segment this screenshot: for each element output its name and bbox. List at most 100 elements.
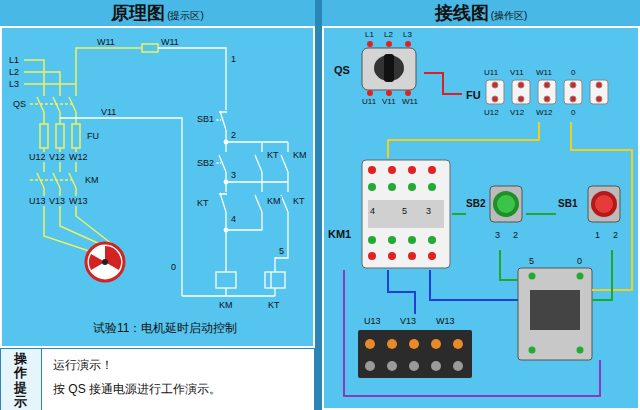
- node-title: 接线图: [435, 3, 489, 24]
- caption: 试验11：电机延时启动控制: [92, 322, 238, 336]
- terminal-label: V11: [381, 97, 397, 106]
- rotary-switch: [384, 54, 394, 82]
- schematic-label: KT: [196, 198, 210, 208]
- node-title: 原理图: [111, 3, 165, 24]
- schematic-label: SB2: [196, 158, 215, 168]
- terminal-label: 0: [570, 108, 576, 117]
- fuse-symbol: [564, 80, 582, 104]
- contactor-body: [388, 236, 396, 244]
- wire-connector: [388, 270, 415, 314]
- node-text: (操作区): [491, 10, 528, 22]
- terminal-label: U11: [361, 97, 377, 106]
- control-wire: [226, 212, 288, 272]
- terminal-label: W11: [535, 68, 553, 77]
- schematic-label: 2: [230, 130, 237, 140]
- hookup-wire: [592, 250, 612, 300]
- schematic-label: W11: [160, 37, 180, 47]
- terminal-label: 2: [612, 230, 619, 240]
- schematic-label: L2: [8, 67, 20, 77]
- contactor-body: [428, 183, 436, 191]
- schematic-label: 1: [230, 54, 237, 64]
- schematic-label: V13: [48, 196, 66, 206]
- wire-connector: [388, 122, 539, 158]
- power-wire: [24, 44, 158, 252]
- schematic-label: 4: [230, 214, 237, 224]
- fuse-symbol: [512, 80, 530, 104]
- terminal-label: L2: [383, 30, 394, 39]
- schematic-label: KM: [292, 150, 308, 160]
- motor-symbol: [86, 243, 124, 281]
- node-title: SB2: [466, 198, 485, 210]
- contactor-body: [388, 252, 396, 260]
- schematic-label: L3: [8, 79, 20, 89]
- node-title: U13: [364, 316, 381, 326]
- terminal-label: V12: [509, 108, 525, 117]
- terminal-label: L1: [364, 30, 375, 39]
- time-relay-body: [529, 273, 536, 280]
- fuse-symbol: [544, 96, 550, 102]
- rotary-switch: [405, 41, 411, 47]
- terminal-label: U11: [483, 68, 499, 77]
- motor-symbol: [86, 243, 124, 281]
- contactor-body: [368, 183, 376, 191]
- contactor-body: [368, 166, 376, 174]
- terminal-label: 3: [425, 206, 432, 216]
- title-band: 接线图(操作区): [322, 0, 640, 28]
- control-wire: [224, 180, 228, 184]
- wire-connector: [424, 73, 462, 94]
- node-title: 操作提示: [14, 352, 27, 409]
- terminal-label: 3: [494, 230, 501, 240]
- schematic-label: 5: [278, 246, 285, 256]
- control-wire: [216, 272, 236, 288]
- fuse-symbol: [590, 80, 608, 104]
- panel-frame: [1, 1, 314, 347]
- node-title: SB1: [558, 198, 577, 210]
- terminal-label: 0: [576, 256, 583, 266]
- power-wire: [76, 48, 142, 84]
- hookup-wire: [500, 250, 518, 280]
- schematic-label: 3: [230, 170, 237, 180]
- hookup-wire: [430, 270, 518, 300]
- terminal-label: L3: [402, 30, 413, 39]
- contactor-body: [428, 236, 436, 244]
- button-body: [591, 191, 617, 217]
- terminal-body: [365, 361, 375, 371]
- hookup-wire: [344, 122, 632, 396]
- wire-connector: [452, 213, 466, 215]
- terminal-label: 2: [512, 230, 519, 240]
- contactor-body: [408, 183, 416, 191]
- fuse-symbol: [596, 82, 602, 88]
- terminal-body: [358, 330, 472, 378]
- schematic-label: W13: [68, 196, 89, 206]
- control-wire: [226, 130, 288, 152]
- node-text: V13: [400, 316, 416, 326]
- contactor-box: KM1: [324, 158, 452, 270]
- terminal-label: V11: [509, 68, 525, 77]
- terminal-label: 5: [528, 256, 535, 266]
- schematic-label: V12: [48, 152, 66, 162]
- fuse-symbol: [492, 96, 498, 102]
- terminal-block: U13 V13 W13: [356, 314, 474, 382]
- node-title: KM1: [328, 228, 351, 241]
- button-body: [497, 195, 515, 213]
- motor-symbol: [102, 259, 108, 265]
- node-text: W13: [436, 316, 455, 326]
- rotary-switch: [386, 90, 392, 96]
- terminal-label: W11: [401, 97, 419, 106]
- rotary-switch: [374, 55, 404, 81]
- schematic-label: W11: [96, 37, 116, 47]
- schematic-label: U12: [28, 152, 47, 162]
- fuse-symbol: [596, 96, 602, 102]
- hint-panel: 操作提示运行演示！按 QS 接通电源进行工作演示。: [0, 348, 315, 410]
- contactor-body: [388, 183, 396, 191]
- control-wire: [224, 140, 228, 144]
- power-wire: [30, 179, 72, 181]
- power-wire: [24, 60, 44, 96]
- terminal-body: [358, 330, 472, 378]
- time-relay-body: [518, 268, 592, 360]
- motor-symbol: [105, 246, 121, 270]
- fuse-symbol: [518, 82, 524, 88]
- node-title: FU: [466, 89, 481, 102]
- control-wire: [219, 193, 227, 212]
